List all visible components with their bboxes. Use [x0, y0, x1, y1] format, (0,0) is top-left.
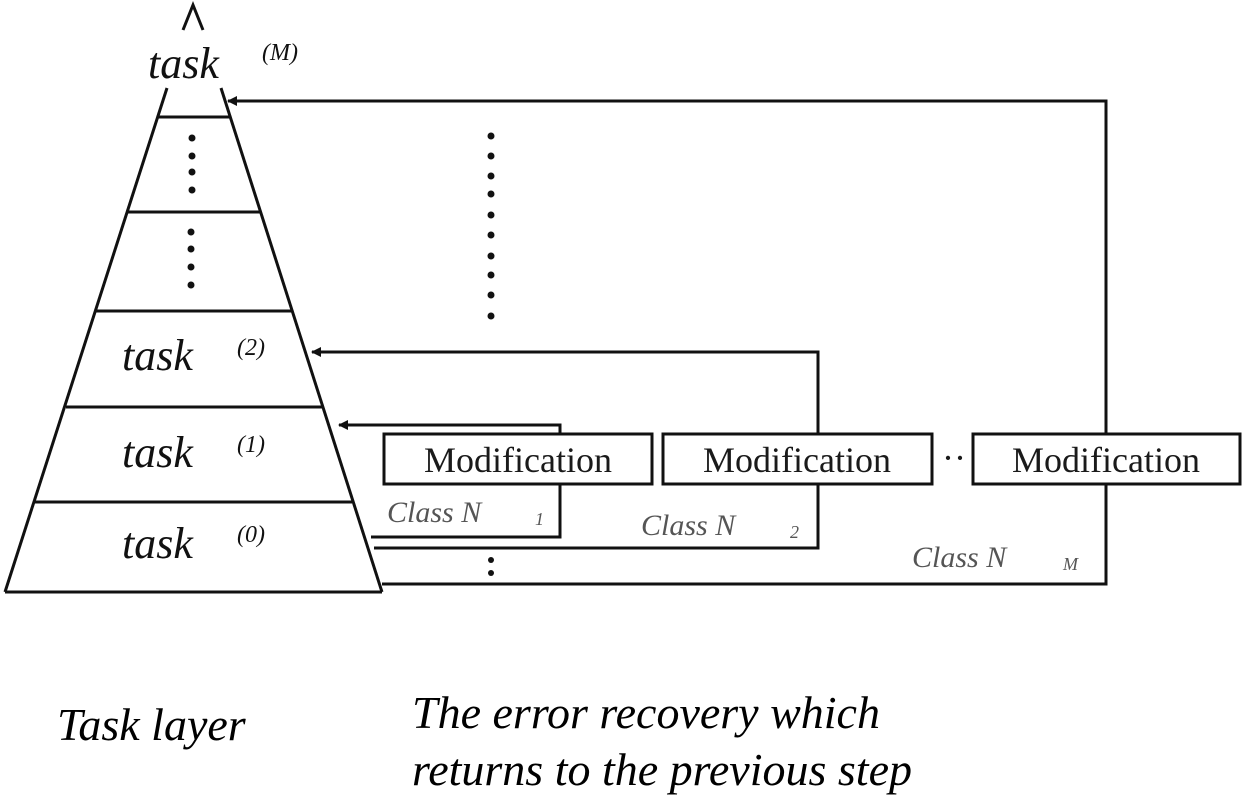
ellipsis-layer-lower [187, 228, 195, 289]
caption-task-layer: Task layer [57, 699, 247, 750]
modification-box-m: Modification [971, 432, 1242, 486]
modification-box-2: Modification [661, 432, 934, 486]
layer-task-0: task (0) [122, 519, 265, 568]
lower-ellipsis [488, 557, 494, 576]
task-2-label: task [122, 331, 194, 380]
task-0-superscript: (0) [237, 522, 265, 548]
pyramid-layer-dividers [5, 115, 382, 594]
caption-error-recovery-line1: The error recovery which [412, 687, 880, 738]
class-nm-label: Class N M [912, 541, 1079, 574]
pyramid-left-edge [3, 87, 169, 593]
task-0-label: task [122, 519, 194, 568]
return-path-class-nm [227, 96, 1108, 586]
class-nm-subscript: M [1062, 554, 1079, 574]
modification-label-1: Modification [424, 440, 612, 480]
class-n1-label: Class N 1 [387, 496, 544, 529]
class-n2-label: Class N 2 [641, 509, 799, 542]
svg-text:Class N: Class N [641, 509, 737, 542]
svg-text:Class N: Class N [912, 541, 1008, 574]
layer-task-1: task (1) [122, 428, 265, 477]
modification-label-m: Modification [1012, 440, 1200, 480]
caret-icon [181, 0, 205, 31]
modification-label-2: Modification [703, 440, 891, 480]
between-ellipsis: ·· [942, 438, 966, 478]
task-1-label: task [122, 428, 194, 477]
class-n1-subscript: 1 [535, 509, 544, 529]
central-ellipsis [487, 132, 495, 320]
task-1-superscript: (1) [237, 432, 265, 458]
pyramid-right-edge [219, 87, 384, 593]
layer-task-2: task (2) [122, 331, 265, 380]
task-m-superscript: (M) [262, 40, 298, 66]
svg-text:Class N: Class N [387, 496, 483, 529]
ellipsis-layer-upper [188, 134, 196, 194]
caption-error-recovery-line2: returns to the previous step [412, 744, 912, 795]
task-2-superscript: (2) [237, 335, 265, 361]
modification-box-1: Modification [382, 432, 654, 486]
task-m-label: task [148, 39, 220, 88]
class-n2-subscript: 2 [790, 522, 799, 542]
